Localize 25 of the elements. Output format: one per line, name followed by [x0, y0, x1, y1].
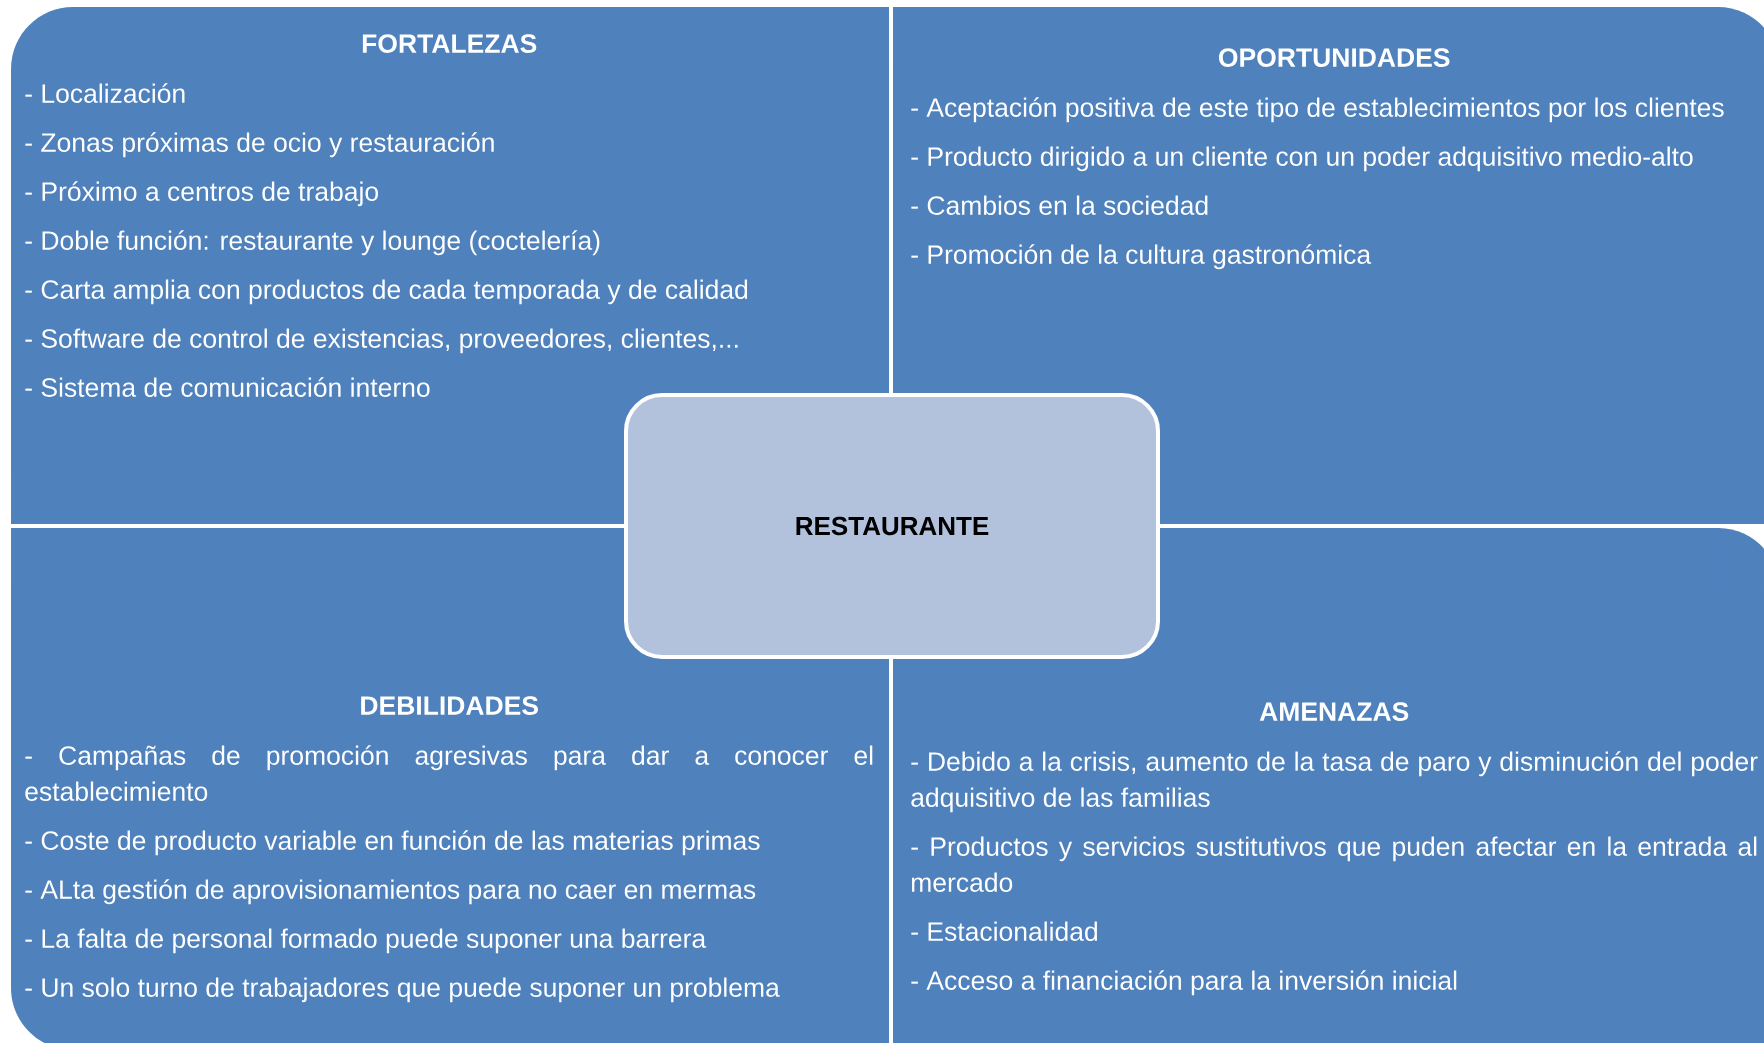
list-item: - Carta amplia con productos de cada temporada y de calidad: [25, 279, 748, 305]
list-item: - Productos y servicios sustitutivos que puden afectar en la entrada al mercado: [911, 836, 1757, 892]
list-item: - Aceptación positiva de este tipo de establecimientos por los clientes: [911, 97, 1724, 123]
list-item: - Promoción de la cultura gastronómica: [911, 244, 1372, 270]
list-item: - Sistema de comunicación interno: [25, 377, 430, 397]
list-item: - Debido a la crisis, aumento de la tasa de paro y disminución del poder adquisitivo de las familias: [911, 751, 1758, 813]
list-item: - Campañas de promoción agresivas para dar a conocer el establecimiento: [25, 745, 873, 801]
list-item: - La falta de personal formado puede suponer una barrera: [25, 928, 707, 954]
list-item: - ALta gestión de aprovisionamientos para no caer en mermas: [25, 879, 756, 905]
panel-heading: FORTALEZAS: [362, 34, 537, 53]
panel-heading: OPORTUNIDADES: [1219, 48, 1450, 67]
list-item: - Doble función: restaurante y lounge (coctelería): [25, 230, 600, 256]
list-item: - Un solo turno de trabajadores que puede suponer un problema: [25, 977, 780, 1003]
list-item: - Acceso a financiación para la inversión inicial: [911, 970, 1457, 996]
list-item: - Próximo a centros de trabajo: [25, 181, 378, 207]
panel-heading: AMENAZAS: [1259, 702, 1409, 721]
list-item: - Software de control de existencias, proveedores, clientes,...: [25, 328, 738, 354]
list-item: - Zonas próximas de ocio y restauración: [25, 132, 494, 158]
panel-heading: DEBILIDADES: [361, 696, 538, 715]
list-item: - Localización: [25, 83, 185, 103]
center-box: RESTAURANTE: [624, 393, 1160, 659]
list-item: - Cambios en la sociedad: [911, 195, 1208, 215]
list-item: - Estacionalidad: [911, 921, 1097, 941]
list-item: - Producto dirigido a un cliente con un poder adquisitivo medio-alto: [911, 146, 1693, 172]
list-item: - Coste de producto variable en función de las materias primas: [25, 830, 760, 856]
